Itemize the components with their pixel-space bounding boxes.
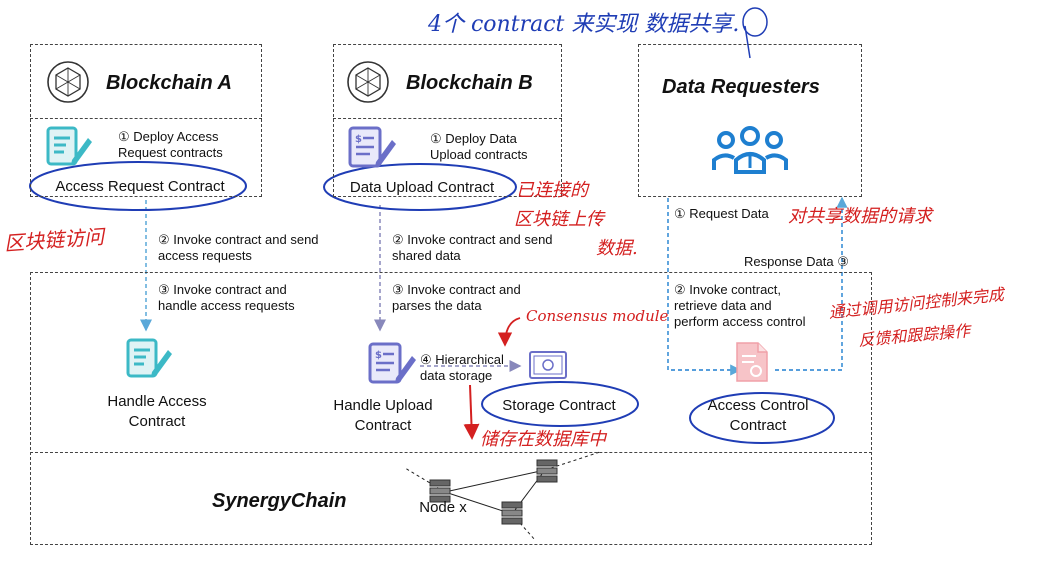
handwritten-note-upload-3: 数据. xyxy=(596,238,638,259)
handwritten-note-request: 对共享数据的请求 xyxy=(788,206,932,227)
invoice-document-icon: $ xyxy=(368,342,416,384)
ink-circle-storage xyxy=(481,381,639,427)
user-group-icon xyxy=(712,126,788,174)
step-invoke-send-access: ② Invoke contract and send access reques… xyxy=(158,232,319,263)
ink-arrow-consensus xyxy=(497,317,521,347)
svg-text:$: $ xyxy=(355,134,362,145)
ink-circle-data-upload xyxy=(323,163,517,211)
step-hierarchical-storage: ④ Hierarchical data storage xyxy=(420,352,504,383)
handwritten-note-consensus: Consensus module xyxy=(526,307,669,325)
synergychain-title: SynergyChain xyxy=(212,490,347,512)
step-invoke-send-shared: ② Invoke contract and send shared data xyxy=(392,232,553,263)
network-link xyxy=(544,451,601,471)
step-request-data: ① Request Data xyxy=(674,206,769,221)
blockchain-a-title: Blockchain A xyxy=(106,72,232,94)
ink-arrow-note xyxy=(744,25,751,59)
ink-circle-header xyxy=(742,7,768,37)
node-label: Node x xyxy=(419,499,467,516)
network-link xyxy=(444,491,513,515)
storage-contract-label: Storage Contract xyxy=(502,397,616,414)
handwritten-note-storage: 储存在数据库中 xyxy=(480,429,606,450)
blockchain-b-divider xyxy=(333,118,562,119)
handle-upload-contract-label: Handle Upload Contract xyxy=(333,397,433,434)
data-requesters-title: Data Requesters xyxy=(662,76,820,98)
ink-arrow-storage xyxy=(463,384,480,440)
arrow-response xyxy=(775,196,848,371)
synergychain-box xyxy=(30,272,872,545)
step-deploy-upload: ① Deploy Data Upload contracts xyxy=(430,131,528,162)
handle-access-contract-label: Handle Access Contract xyxy=(107,393,207,430)
svg-text:$: $ xyxy=(375,350,382,361)
server-node-icon xyxy=(501,501,523,525)
data-requesters-box xyxy=(638,44,862,197)
handwritten-note-upload-1: 已连接的 xyxy=(516,180,588,201)
blockchain-b-box xyxy=(333,44,562,197)
server-node-icon xyxy=(536,459,558,483)
blockchain-a-divider xyxy=(30,118,262,119)
access-control-contract-label: Access Control Contract xyxy=(707,397,809,434)
document-edit-icon xyxy=(126,338,172,378)
blockchain-b-title: Blockchain B xyxy=(406,72,533,94)
step-deploy-access: ① Deploy Access Request contracts xyxy=(118,129,223,160)
blockchain-a-box xyxy=(30,44,262,197)
access-request-contract-label: Access Request Contract xyxy=(55,178,225,195)
network-link xyxy=(444,469,546,493)
document-edit-icon xyxy=(46,126,92,166)
access-control-document-icon xyxy=(736,342,768,382)
synergychain-divider xyxy=(30,452,872,453)
step-invoke-parse: ③ Invoke contract and parses the data xyxy=(392,282,521,313)
step-invoke-retrieve: ② Invoke contract, retrieve data and per… xyxy=(674,282,806,329)
certificate-icon xyxy=(529,351,567,379)
ink-circle-access-control xyxy=(689,392,835,444)
invoice-document-icon: $ xyxy=(348,126,396,168)
handwritten-note-upload-2: 区块链上传 xyxy=(514,209,604,230)
handwritten-note-top: 4个 contract 来实现 数据共享. xyxy=(428,12,740,37)
blockchain-logo-icon xyxy=(347,61,389,103)
blockchain-logo-icon xyxy=(47,61,89,103)
arrow-request xyxy=(667,198,742,376)
data-upload-contract-label: Data Upload Contract xyxy=(349,179,495,196)
server-node-icon xyxy=(429,479,451,503)
step-response-data: Response Data ③ xyxy=(744,254,849,269)
step-invoke-handle: ③ Invoke contract and handle access requ… xyxy=(158,282,295,313)
